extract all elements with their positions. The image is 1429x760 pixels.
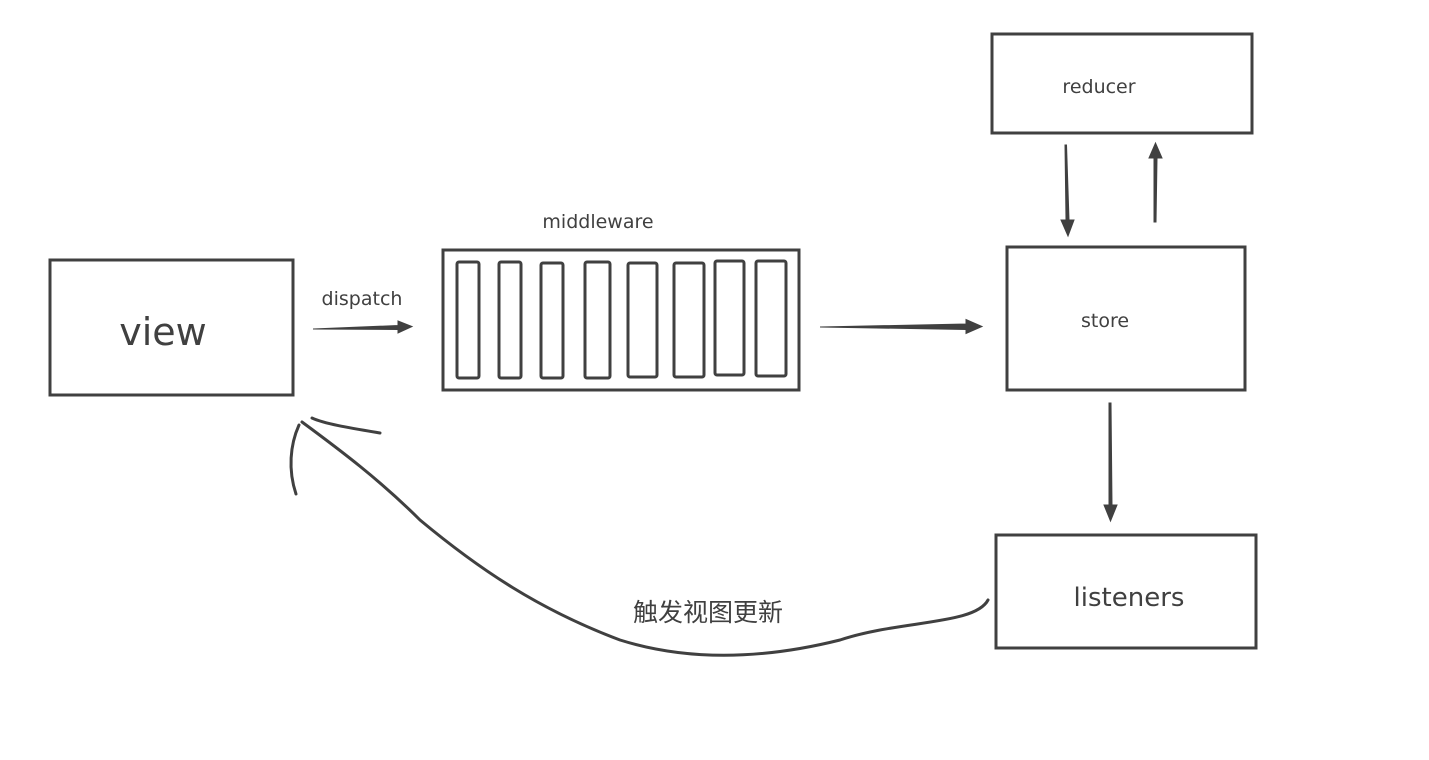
dispatch-label: dispatch [322,288,403,310]
dispatch-arrow [312,320,414,334]
middleware-slot [754,259,788,378]
middleware-slot [497,260,523,380]
view-label: view [119,310,207,354]
view-node: view [48,258,295,397]
update-view-arrow [289,416,990,657]
middleware-label: middleware [542,211,653,233]
reducer-node: reducer [990,32,1254,135]
listeners-label: listeners [1074,583,1185,613]
reducer-to-store-arrow [1060,144,1075,238]
reducer-label: reducer [1062,76,1135,98]
middleware-slot [672,261,706,379]
middleware-slot [713,259,746,377]
middleware-to-store-arrow [819,318,984,335]
store-node: store [1005,245,1247,392]
store-label: store [1081,310,1129,332]
store-to-reducer-arrow [1148,141,1163,223]
middleware-node [441,248,801,392]
middleware-slot [455,260,481,380]
middleware-slot [539,261,565,380]
update-view-label: 触发视图更新 [633,598,783,627]
middleware-slot [626,261,659,379]
store-to-listeners-arrow [1103,402,1118,523]
middleware-slot [583,260,612,380]
listeners-node: listeners [994,533,1258,650]
